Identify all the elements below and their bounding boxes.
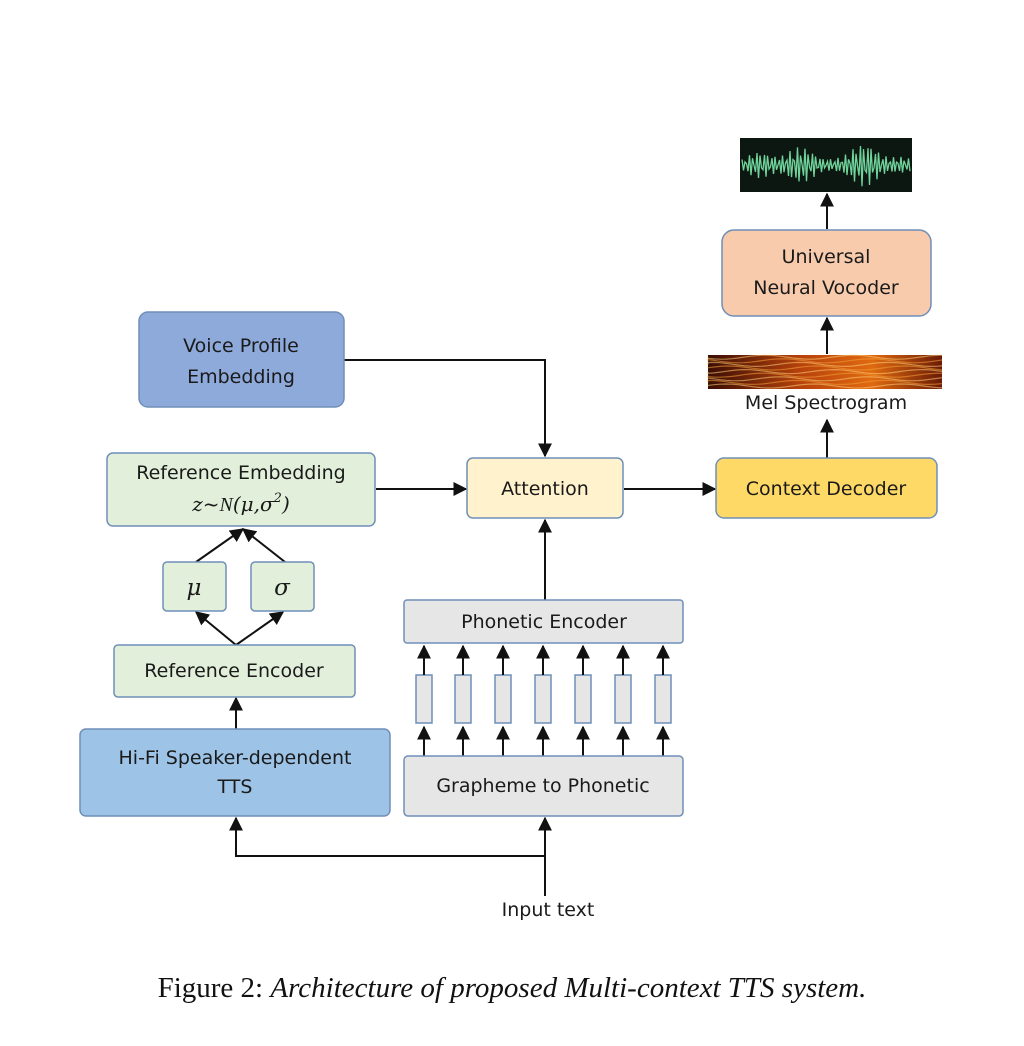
- input-text-label: Input text: [502, 899, 595, 921]
- g2p-box: [403, 755, 684, 817]
- refenc-to-sigma-arrow: [235, 611, 285, 646]
- context-decoder-box: [715, 457, 938, 519]
- mu-label: μ: [187, 575, 202, 601]
- caption-prefix: Figure 2:: [157, 972, 271, 1004]
- hifi-tts-label-1: Hi-Fi Speaker-dependent: [119, 747, 352, 769]
- waveform-image: [740, 138, 912, 192]
- reference-encoder-label: Reference Encoder: [144, 660, 324, 682]
- vocoder-label-2: Neural Vocoder: [753, 277, 899, 299]
- attention-box: [466, 457, 624, 519]
- connectors: [194, 192, 834, 896]
- sigma-label: σ: [274, 575, 291, 601]
- reference-embedding-formula: z~N(μ,σ2): [191, 491, 290, 516]
- reference-embedding-label: Reference Embedding: [136, 462, 345, 484]
- g2p-label: Grapheme to Phonetic: [436, 775, 649, 797]
- sigma-box: [250, 561, 315, 612]
- encoder-column: [494, 644, 512, 756]
- sigma-to-refemb-arrow: [241, 528, 286, 563]
- figure-caption: Figure 2: Architecture of proposed Multi…: [0, 972, 1024, 1005]
- mel-spectrogram-image: [707, 354, 943, 389]
- encoder-column: [415, 644, 433, 756]
- encoder-column: [534, 644, 552, 756]
- voice-profile-label-2: Embedding: [187, 366, 295, 388]
- encoder-columns: [415, 644, 672, 756]
- encoder-column: [654, 644, 672, 756]
- hifi-tts-box: [79, 728, 391, 817]
- phonetic-encoder-box: [403, 599, 684, 644]
- vocoder-label-1: Universal: [782, 246, 871, 268]
- mu-to-refemb-arrow: [195, 528, 245, 563]
- reference-encoder-box: [113, 644, 356, 698]
- phonetic-encoder-label: Phonetic Encoder: [461, 611, 627, 633]
- reference-embedding-box: [106, 452, 376, 527]
- attention-label: Attention: [501, 478, 589, 500]
- voice-profile-box: [138, 311, 345, 408]
- caption-text: Architecture of proposed Multi-context T…: [270, 972, 867, 1004]
- encoder-column: [574, 644, 592, 756]
- encoder-column: [454, 644, 472, 756]
- voice-profile-label-1: Voice Profile: [183, 335, 299, 357]
- encoder-column: [614, 644, 632, 756]
- vocoder-box: [721, 229, 932, 317]
- hifi-tts-label-2: TTS: [217, 776, 253, 798]
- svg-text:Reference Embedding: Reference Embedding: [136, 462, 345, 484]
- mu-box: [162, 561, 227, 612]
- context-decoder-label: Context Decoder: [746, 478, 907, 500]
- mel-spectrogram-label: Mel Spectrogram: [745, 392, 907, 414]
- voice-to-attention-arrow: [344, 359, 552, 458]
- input-to-tts-arrow: [229, 816, 545, 857]
- refenc-to-mu-arrow: [194, 611, 237, 646]
